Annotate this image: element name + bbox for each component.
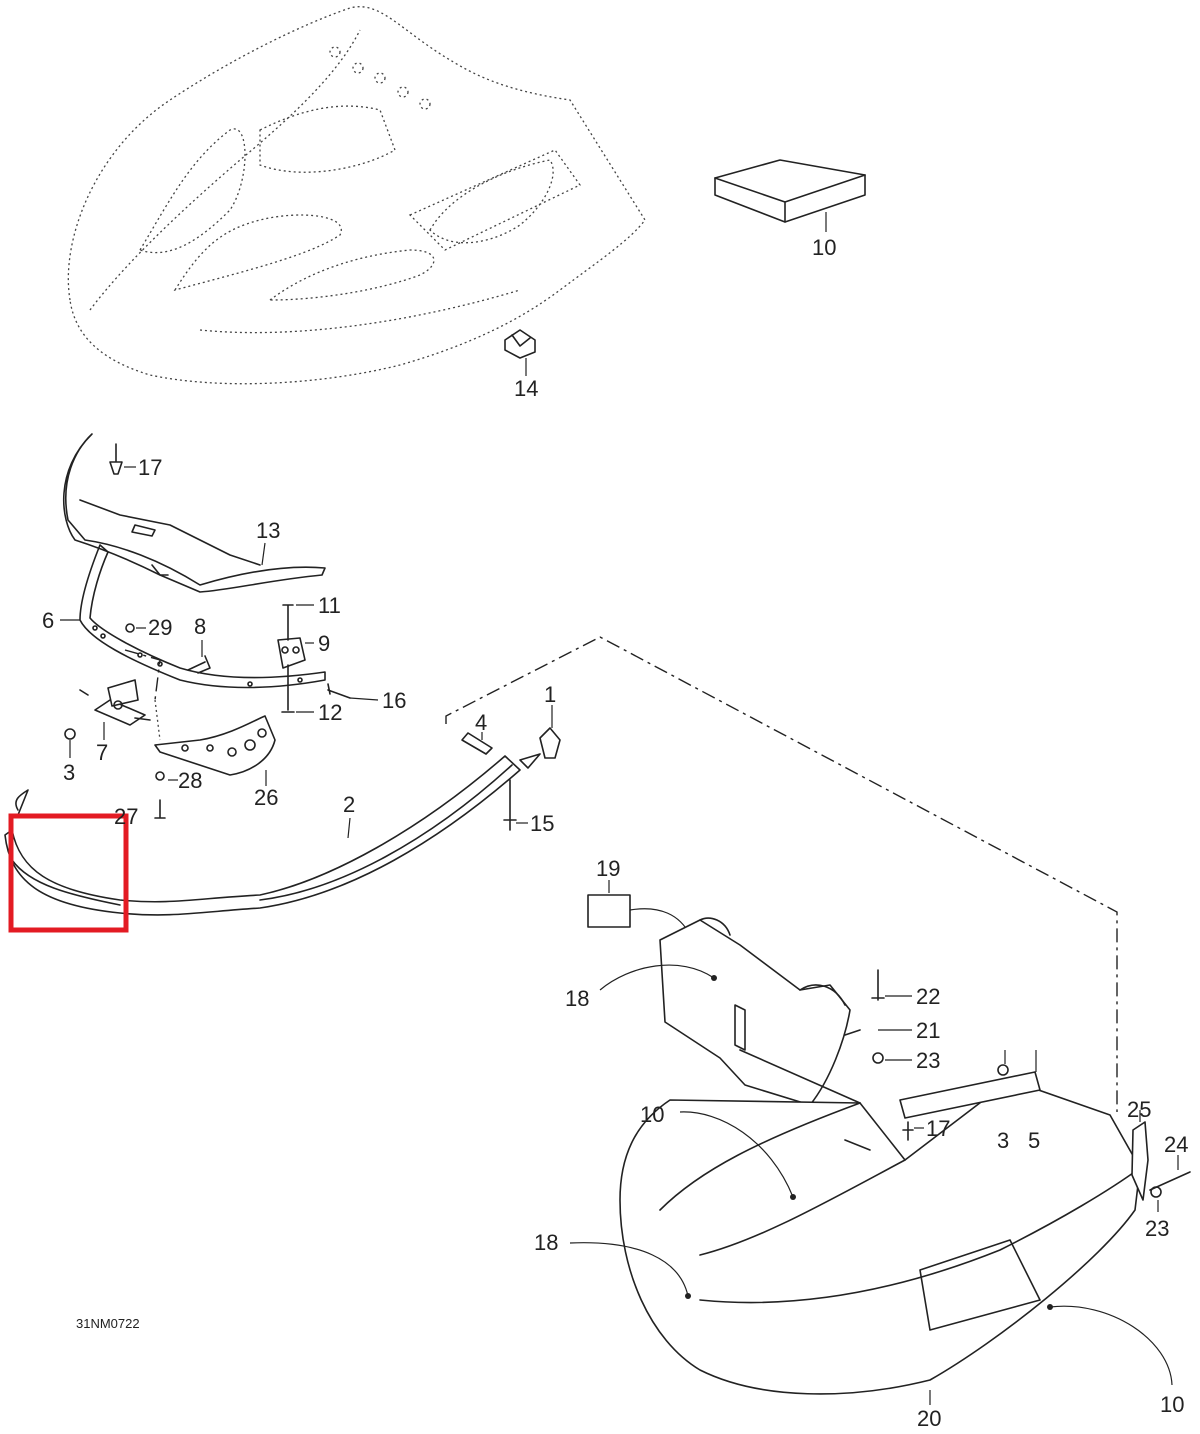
part-7-hinge bbox=[64, 679, 161, 758]
part-9-bracket bbox=[277, 604, 314, 713]
callout-14: 14 bbox=[514, 376, 538, 401]
callout-27: 27 bbox=[114, 804, 138, 829]
part-22-rivet bbox=[871, 969, 912, 1064]
callout-11: 11 bbox=[318, 593, 341, 618]
part-29-nut bbox=[125, 623, 146, 633]
part-17-lower-rivet bbox=[902, 1121, 924, 1141]
callout-18: 18 bbox=[565, 986, 589, 1011]
callout-18-lower: 18 bbox=[534, 1230, 558, 1255]
callout-29: 29 bbox=[148, 615, 172, 640]
highlight-box bbox=[8, 813, 129, 933]
part-5-rail bbox=[899, 1050, 1041, 1119]
part-15-rivet bbox=[503, 779, 528, 831]
callout-4: 4 bbox=[475, 710, 487, 735]
callout-23: 23 bbox=[916, 1048, 940, 1073]
part-4-bolt bbox=[461, 732, 493, 755]
callout-1: 1 bbox=[544, 682, 556, 707]
hood-ghost bbox=[67, 6, 646, 385]
drawing-code: 31NM0722 bbox=[76, 1316, 140, 1331]
callout-10-lower: 10 bbox=[640, 1102, 664, 1127]
part-2-bumper bbox=[4, 755, 521, 916]
part-6-support bbox=[60, 544, 326, 689]
callout-7: 7 bbox=[96, 740, 108, 765]
callout-10-bottom: 10 bbox=[1160, 1392, 1184, 1417]
callout-21: 21 bbox=[916, 1018, 940, 1043]
callout-19: 19 bbox=[596, 856, 620, 881]
callout-13: 13 bbox=[256, 518, 280, 543]
callout-3: 3 bbox=[63, 760, 75, 785]
callout-9: 9 bbox=[318, 631, 330, 656]
callout-12: 12 bbox=[318, 700, 342, 725]
callout-2: 2 bbox=[343, 792, 355, 817]
callout-22: 22 bbox=[916, 984, 940, 1009]
callout-3-lower: 3 bbox=[997, 1128, 1009, 1153]
callout-labels: 10 14 17 13 6 11 29 8 9 16 12 3 7 28 26 … bbox=[42, 235, 1188, 1431]
callout-24: 24 bbox=[1164, 1132, 1188, 1157]
callout-16: 16 bbox=[382, 688, 406, 713]
part-26-plate bbox=[154, 715, 276, 819]
part-16-rivet bbox=[327, 683, 379, 701]
callout-26: 26 bbox=[254, 785, 278, 810]
part-8-rivet bbox=[187, 640, 211, 674]
part-25-bracket bbox=[1131, 1110, 1191, 1212]
assembly-lines bbox=[124, 636, 1118, 1112]
part-20-bellypan bbox=[569, 1029, 1173, 1405]
part-13-trim bbox=[62, 433, 326, 593]
callout-23-lower: 23 bbox=[1145, 1216, 1169, 1241]
callout-25: 25 bbox=[1127, 1097, 1151, 1122]
callout-17-lower: 17 bbox=[926, 1116, 950, 1141]
callout-10: 10 bbox=[812, 235, 836, 260]
part-1-clip bbox=[519, 705, 561, 769]
callout-8: 8 bbox=[194, 614, 206, 639]
callout-6: 6 bbox=[42, 608, 54, 633]
part-18-pan bbox=[599, 917, 851, 1106]
callout-15: 15 bbox=[530, 811, 554, 836]
callout-5: 5 bbox=[1028, 1128, 1040, 1153]
part-17-rivet bbox=[109, 443, 136, 475]
part-19-label bbox=[587, 880, 691, 936]
part-14-clip bbox=[504, 329, 536, 376]
part-10-pad bbox=[714, 159, 866, 232]
callout-17: 17 bbox=[138, 455, 162, 480]
callout-28: 28 bbox=[178, 768, 202, 793]
callout-20: 20 bbox=[917, 1406, 941, 1431]
